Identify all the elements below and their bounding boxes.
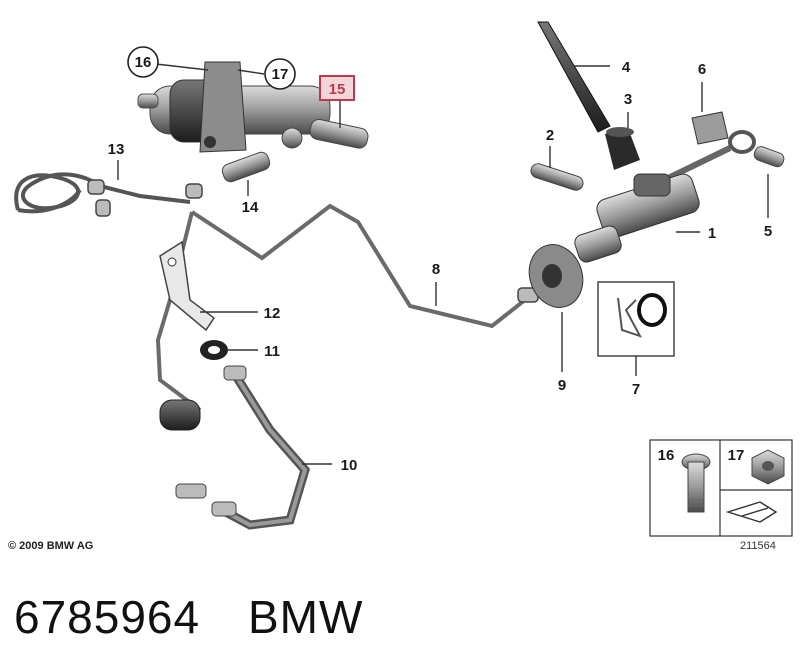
- callout-3: 3: [624, 91, 632, 108]
- parts-box-7: [597, 281, 675, 357]
- callout-11: 11: [264, 343, 280, 360]
- callout-15: 15: [329, 81, 346, 98]
- callout-5: 5: [764, 223, 772, 240]
- slave-cylinder: [137, 61, 369, 153]
- callout-1: 1: [708, 225, 716, 242]
- callout-14: 14: [242, 199, 259, 216]
- callout-17: 17: [272, 66, 289, 83]
- legend-17-label: 17: [728, 447, 745, 464]
- hose-10: [159, 365, 311, 530]
- pressure-line-8: [155, 203, 539, 412]
- push-rod-4: [537, 21, 611, 133]
- callout-9: 9: [558, 377, 566, 394]
- copyright-text: © 2009 BMW AG: [8, 540, 94, 552]
- callout-17-circle: [264, 58, 296, 90]
- pin-2: [530, 163, 584, 191]
- bracket-12: [159, 240, 216, 332]
- bolt-5: [753, 146, 785, 168]
- callout-7: 7: [632, 381, 640, 398]
- diagram-number: 211564: [740, 540, 776, 552]
- leader-lines: [117, 63, 769, 465]
- callout-15-highlight: [319, 75, 355, 101]
- part-number: 6785964: [14, 591, 201, 643]
- callout-6: 6: [698, 61, 706, 78]
- callout-16-circle: [127, 46, 159, 78]
- pressure-line-13: [14, 172, 203, 217]
- bleed-screw: [221, 151, 271, 183]
- master-cylinder-1: [574, 173, 700, 263]
- rubber-boot-3: [605, 127, 640, 170]
- clevis-rod: [658, 130, 756, 185]
- seal-ring-11: [200, 340, 228, 360]
- callout-2: 2: [546, 127, 554, 144]
- callout-16: 16: [135, 54, 152, 71]
- diagram-canvas: 16 17 15 14 13 12 11 10 8 9 7 1 2 3 4 6 …: [14, 21, 793, 537]
- clip-6: [691, 111, 729, 145]
- callout-12: 12: [264, 305, 281, 322]
- callout-13: 13: [108, 141, 125, 158]
- callout-4: 4: [622, 59, 631, 76]
- gasket-9: [528, 244, 584, 308]
- callout-8: 8: [432, 261, 440, 278]
- legend-16-label: 16: [658, 447, 675, 464]
- callout-10: 10: [341, 457, 358, 474]
- brand-name: BMW: [248, 591, 364, 643]
- legend-box: 16 17: [649, 439, 793, 537]
